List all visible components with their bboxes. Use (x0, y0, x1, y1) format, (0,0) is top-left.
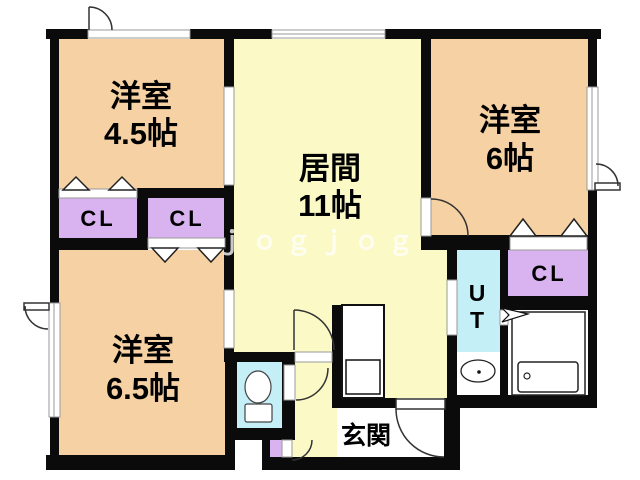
label-genkan: 玄関 (341, 421, 391, 450)
washbasin-faucet-icon (477, 370, 481, 374)
labels: 洋室 4.5帖 居間 11帖 洋室 6帖 洋室 6.5帖 CL CL CL U … (80, 79, 566, 450)
door-leaf-west (23, 302, 50, 311)
door-arc-hall (293, 309, 335, 351)
doorway-room45 (223, 86, 235, 186)
wall-below-closet-left (50, 238, 148, 250)
door-leaf-east (594, 182, 621, 191)
wall-bath-top (500, 296, 597, 310)
wall-toilet-top (229, 352, 295, 362)
doorway-utility (446, 279, 458, 336)
label-room45-size: 4.5帖 (104, 116, 178, 151)
wall-toilet-left (225, 352, 237, 440)
door-arc-west (24, 305, 49, 330)
closet-left-triangle-2 (107, 175, 137, 191)
genkan-floor (337, 408, 397, 457)
label-room65-name: 洋室 (112, 333, 174, 368)
label-room65-size: 6.5帖 (106, 371, 180, 406)
door-arc-top (88, 6, 113, 31)
wall-left-2 (50, 417, 59, 470)
door-arc-room6 (430, 198, 469, 237)
door-opening-top (87, 29, 191, 39)
wall-ut-left-a (447, 240, 457, 280)
closet-right (148, 197, 225, 239)
watermark-text: ｊｏｇｊｏｇ (218, 227, 422, 256)
closet-east (508, 250, 588, 296)
label-closet-right: CL (169, 206, 204, 231)
closet-left-triangle-1 (61, 175, 91, 191)
wall-porch-right (444, 398, 460, 470)
room-west-4-5 (59, 39, 225, 189)
wall-top-1 (46, 29, 88, 39)
wall-right-1 (588, 29, 597, 87)
label-room6-name: 洋室 (479, 103, 541, 138)
bathtub-drain-icon (523, 372, 531, 380)
door-arc-shoe-cabinet (291, 439, 313, 461)
toilet-tank-icon (244, 403, 273, 423)
wall-ut-right-a (500, 240, 508, 310)
closet-right-opening (147, 237, 226, 249)
closet-east-triangle-1 (508, 217, 538, 237)
closet-east-opening (509, 236, 588, 251)
wall-above-closet-right (137, 188, 225, 198)
shoe-cabinet (270, 440, 282, 457)
door-arc-entrance (395, 408, 445, 458)
door-arc-east (595, 163, 619, 187)
wall-alcove-stub-b (262, 440, 270, 457)
closet-east-triangle-2 (559, 217, 589, 237)
window-mullions (53, 33, 593, 417)
label-room6-size: 6帖 (486, 141, 534, 176)
wall-45-living-a (224, 39, 234, 87)
wall-living-bottom (332, 398, 397, 408)
wall-top-3 (385, 29, 601, 39)
doorway-room6 (420, 197, 432, 237)
bathtub-icon (517, 361, 579, 393)
closet-triangles (61, 175, 589, 264)
shoe-cabinet-door (281, 439, 293, 458)
label-closet-east: CL (531, 261, 566, 286)
wall-alcove-stub-a (225, 440, 235, 470)
label-closet-left: CL (80, 206, 115, 231)
wall-top-2 (190, 29, 272, 39)
utility-room (457, 248, 500, 352)
wall-65-living-a (224, 198, 234, 290)
wall-65-bottom (46, 455, 230, 470)
fixtures (244, 304, 586, 458)
wall-genkan-bottom (262, 457, 460, 470)
bath-door-arrow-icon (500, 306, 531, 323)
label-living-name: 居間 (299, 151, 361, 186)
door-arc-toilet (295, 367, 329, 401)
room-west-6-5 (59, 250, 226, 455)
label-living-size: 11帖 (298, 188, 362, 223)
toilet-icon (244, 370, 272, 404)
room-west-6 (430, 39, 588, 236)
doorway-room65 (223, 289, 235, 349)
label-room45-name: 洋室 (110, 79, 172, 114)
wall-left-1 (50, 29, 59, 303)
closet-right-triangle-1 (150, 247, 180, 264)
kitchen-sink (345, 359, 381, 395)
wall-ut-left-b (447, 335, 457, 398)
door-leaf-entrance (395, 398, 446, 410)
doorway-toilet (283, 364, 296, 401)
label-ut-t: T (470, 307, 484, 333)
closet-right-triangle-2 (196, 247, 226, 264)
closet-left (59, 197, 137, 239)
door-swings (23, 6, 621, 461)
wall-ut-right-b (500, 325, 508, 398)
closet-left-opening (58, 188, 138, 199)
wall-kitchen-stub (332, 305, 342, 398)
doorway-hall (294, 351, 333, 363)
wall-toilet-bottom (225, 428, 295, 440)
wall-6-left-a (421, 39, 431, 198)
wall-bath-bottom (447, 395, 597, 408)
label-ut-u: U (469, 280, 486, 306)
wall-45-living-b (224, 185, 234, 198)
wall-between-closets (137, 188, 148, 250)
